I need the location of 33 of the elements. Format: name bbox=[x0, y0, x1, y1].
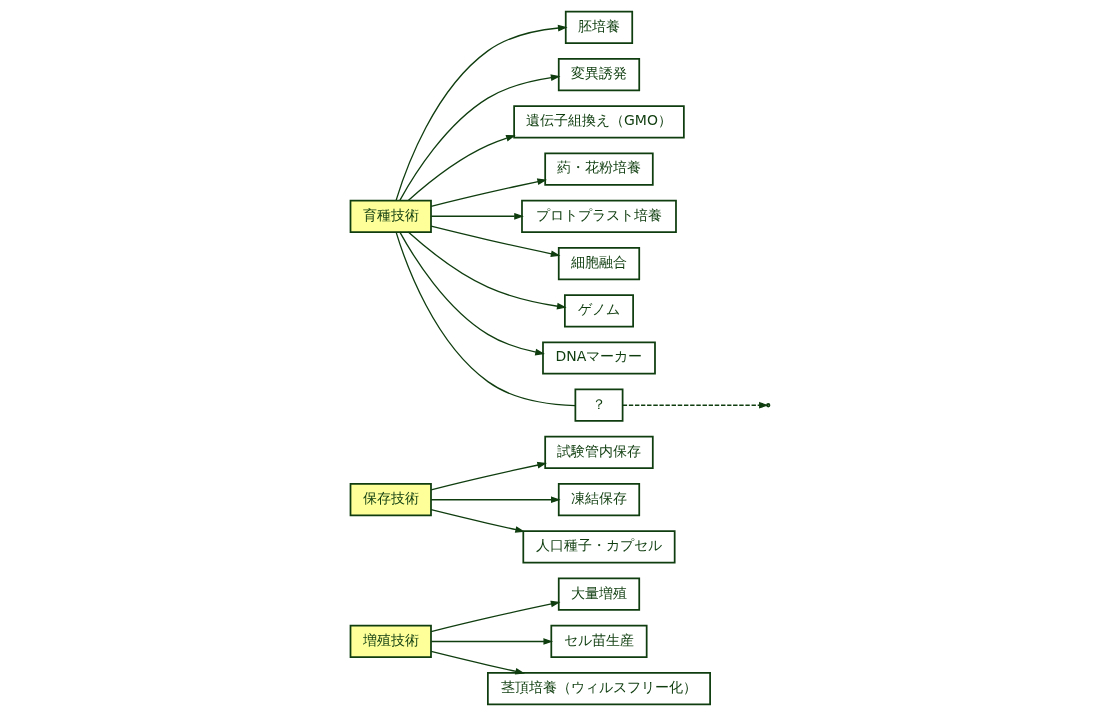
node-box: 試験管内保存 bbox=[543, 435, 654, 470]
arrow bbox=[398, 231, 545, 356]
arrow bbox=[429, 650, 525, 675]
node-box: 大量増殖 bbox=[557, 577, 640, 611]
node-box: ？ bbox=[574, 388, 623, 422]
node-box: 茎頂培養（ウィルスフリー化） bbox=[486, 672, 711, 706]
arrow bbox=[430, 638, 553, 645]
node-box: 変異誘発 bbox=[557, 57, 640, 92]
arrow bbox=[407, 134, 516, 202]
arrow bbox=[429, 461, 547, 491]
node-box: 保存技術 bbox=[349, 483, 432, 517]
arrow bbox=[429, 225, 560, 258]
node-box: 葯・花粉培養 bbox=[543, 152, 654, 186]
arrow bbox=[430, 496, 561, 504]
arrow bbox=[429, 509, 525, 533]
arrow bbox=[394, 24, 568, 201]
node-box: 胚培養 bbox=[564, 10, 633, 44]
connector bbox=[394, 231, 576, 407]
node-box: ゲノム bbox=[563, 294, 634, 328]
arrow bbox=[407, 231, 567, 310]
arrow bbox=[429, 178, 547, 207]
node-box: 遺伝子組換え（GMO） bbox=[512, 105, 685, 139]
node-box: 人口種子・カプセル bbox=[521, 530, 676, 564]
arrow bbox=[429, 600, 560, 633]
arrow bbox=[430, 212, 524, 220]
node-box: プロトプラスト培養 bbox=[520, 199, 677, 233]
node-box: 増殖技術 bbox=[349, 624, 432, 659]
node-box: 育種技術 bbox=[349, 199, 432, 233]
node-box: セル苗生産 bbox=[549, 624, 648, 659]
node-box: 細胞融合 bbox=[557, 246, 640, 281]
node-box: DNAマーカー bbox=[541, 341, 656, 375]
arrow bbox=[398, 74, 560, 201]
node-box: 凍結保存 bbox=[557, 483, 640, 517]
